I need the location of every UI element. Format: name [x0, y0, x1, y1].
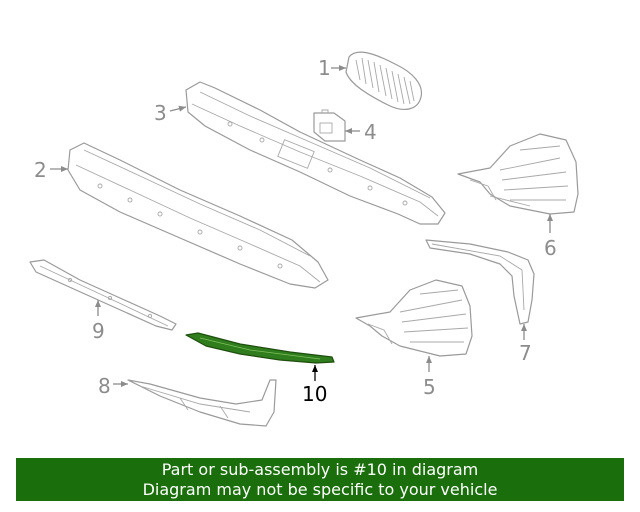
banner-line-2: Diagram may not be specific to your vehi… [142, 480, 498, 499]
part-5-left-fog-bezel[interactable] [355, 279, 473, 357]
part-1-grille-insert[interactable] [345, 51, 423, 111]
callout-8: 8 [98, 374, 111, 398]
callout-1: 1 [318, 56, 331, 80]
callout-6: 6 [544, 236, 557, 260]
part-8-lower-spoiler[interactable] [127, 379, 277, 427]
part-7-side-bracket[interactable] [425, 239, 535, 325]
part-2-bumper-absorber[interactable] [67, 142, 329, 289]
notice-banner: Part or sub-assembly is #10 in diagram D… [16, 458, 624, 501]
part-10-lower-molding-highlighted[interactable] [185, 332, 335, 364]
callout-9: 9 [92, 319, 105, 343]
callout-10: 10 [302, 382, 327, 406]
callout-7: 7 [519, 341, 532, 365]
callout-4: 4 [364, 120, 377, 144]
callout-5: 5 [423, 375, 436, 399]
part-9-lower-trim-strip[interactable] [29, 259, 177, 331]
callout-3: 3 [154, 101, 167, 125]
banner-line-1: Part or sub-assembly is #10 in diagram [161, 460, 479, 479]
part-3-upper-bumper-bracket[interactable] [185, 81, 446, 225]
callout-2: 2 [34, 158, 47, 182]
part-6-right-fog-bezel[interactable] [457, 133, 579, 215]
part-4-clip[interactable] [313, 109, 346, 142]
leader-3 [169, 105, 187, 112]
